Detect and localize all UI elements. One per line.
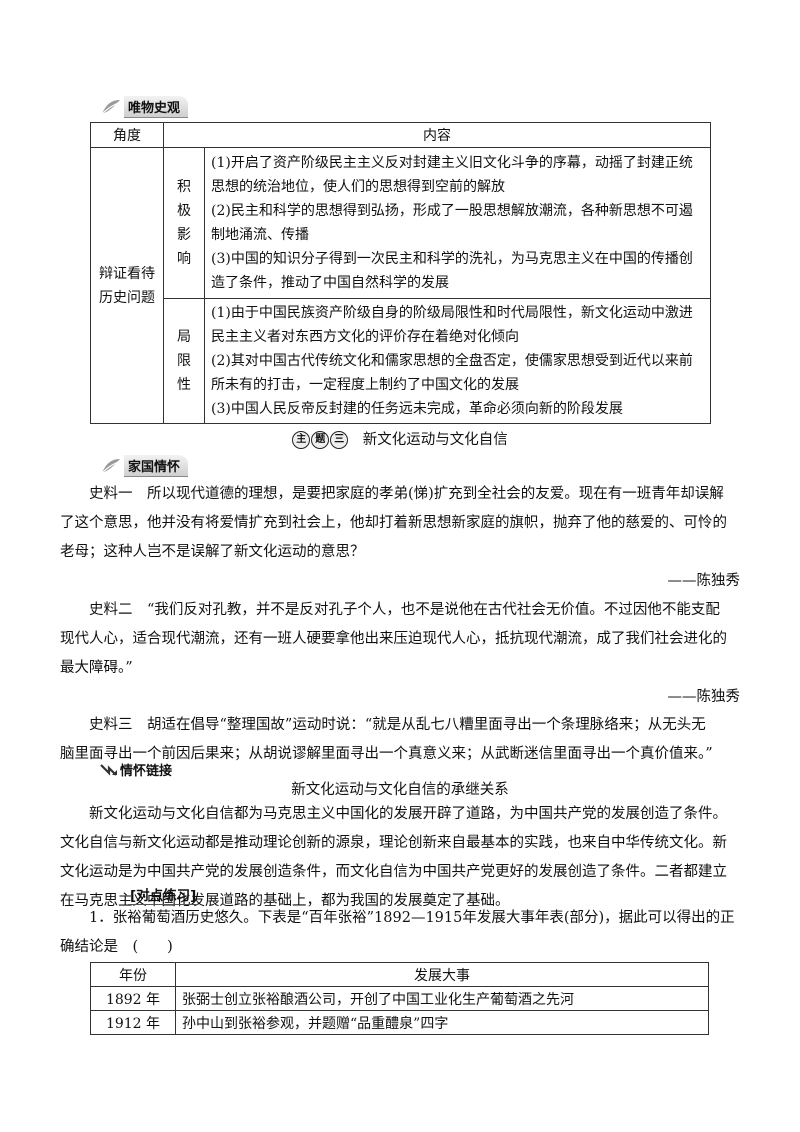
section-tag-patriotism: 家国情怀 [100, 455, 189, 477]
leaf-icon [101, 100, 120, 115]
header-angle: 角度 [90, 122, 164, 148]
author-sign: ——陈独秀 [667, 689, 741, 705]
angle-line: 辩证看待 [99, 265, 155, 282]
theme-badge: 主 题 三 [292, 431, 349, 449]
theme-title-row: 主 题 三 新文化运动与文化自信 [0, 428, 800, 449]
events-table: 年份 发展大事 1892 年 张弼士创立张裕酿酒公司，开创了中国工业化生产葡萄酒… [90, 962, 709, 1035]
material-1: 史料一 所以现代道德的理想，是要把家庭的孝弟(悌)扩充到全社会的友爱。现在有一班… [60, 480, 740, 596]
section-tag-materialism: 唯物史观 [100, 96, 189, 118]
angle-cell: 辩证看待 历史问题 [90, 147, 164, 424]
table-row: 1892 年 张弼士创立张裕酿酒公司，开创了中国工业化生产葡萄酒之先河 [90, 986, 709, 1011]
link-title: 新文化运动与文化自信的承继关系 [291, 782, 509, 798]
material-2: 史料二 “我们反对孔教，并不是反对孔子个人，也不是说他在古代社会无价值。不过因他… [60, 596, 740, 712]
table-row: 辩证看待 历史问题 积 极 影 响 (1)开启了资产阶级民主主义反对封建主义旧文… [90, 147, 711, 424]
limitation-content: (1)由于中国民族资产阶级自身的阶级局限性和时代局限性，新文化运动中激进 民主主… [204, 298, 711, 424]
positive-label: 积 极 影 响 [163, 147, 205, 299]
table-header-row: 角度 内容 [90, 122, 711, 148]
table-header-row: 年份 发展大事 [90, 962, 709, 987]
author-sign: ——陈独秀 [667, 573, 741, 589]
section-tag-link: 情怀链接 [100, 760, 172, 779]
material-3: 史料三 胡适在倡导“整理国故”运动时说：“就是从乱七八糟里面寻出一个条理脉络来；… [60, 717, 713, 762]
angle-line: 历史问题 [99, 289, 155, 306]
link-body: 新文化运动与文化自信都为马克思主义中国化的发展开辟了道路，为中国共产党的发展创造… [60, 806, 727, 909]
limitation-label: 局 限 性 [163, 298, 205, 424]
theme-title: 新文化运动与文化自信 [362, 432, 508, 448]
positive-content: (1)开启了资产阶级民主主义反对封建主义旧文化斗争的序幕，动摇了封建正统 思想的… [204, 147, 711, 299]
question-1: 1．张裕葡萄酒历史悠久。下表是“百年张裕”1892—1915年发展大事年表(部分… [60, 910, 735, 955]
leaf-icon [101, 459, 120, 474]
evaluation-table: 角度 内容 辩证看待 历史问题 积 极 影 响 (1)开启了资产阶级民主主义反对… [90, 122, 711, 424]
table-row: 局 限 性 (1)由于中国民族资产阶级自身的阶级局限性和时代局限性，新文化运动中… [91, 298, 711, 424]
practice-tag: [对点练习] [128, 884, 199, 905]
header-content: 内容 [163, 122, 711, 148]
table-row: 1912 年 孙中山到张裕参观，并题赠“品重醴泉”四字 [90, 1010, 709, 1035]
arrow-icon [100, 763, 117, 776]
